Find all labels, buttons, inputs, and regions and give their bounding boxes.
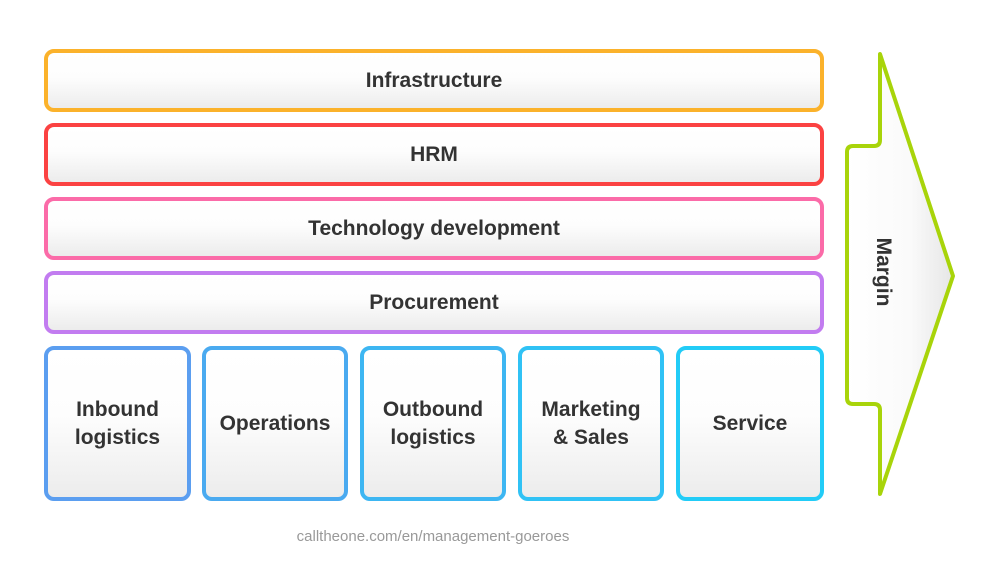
label: Inbound logistics: [74, 397, 161, 449]
label: Technology development: [308, 216, 560, 240]
support-infrastructure: Infrastructure: [44, 49, 824, 112]
label: Operations: [219, 411, 331, 435]
primary-marketing-sales: Marketing & Sales: [518, 346, 664, 501]
primary-operations: Operations: [202, 346, 348, 501]
label: Infrastructure: [365, 68, 503, 92]
support-technology-development: Technology development: [44, 197, 824, 260]
primary-service: Service: [676, 346, 824, 501]
support-procurement: Procurement: [44, 271, 824, 334]
primary-outbound-logistics: Outbound logistics: [360, 346, 506, 501]
label: Outbound logistics: [382, 397, 484, 449]
label: Marketing & Sales: [541, 397, 641, 449]
source-footer: calltheone.com/en/management-goeroes: [296, 528, 570, 545]
label: Procurement: [369, 290, 499, 314]
margin-label: Margin: [872, 237, 895, 307]
primary-inbound-logistics: Inbound logistics: [44, 346, 191, 501]
label: HRM: [410, 142, 458, 166]
support-hrm: HRM: [44, 123, 824, 186]
label: Service: [712, 411, 788, 435]
